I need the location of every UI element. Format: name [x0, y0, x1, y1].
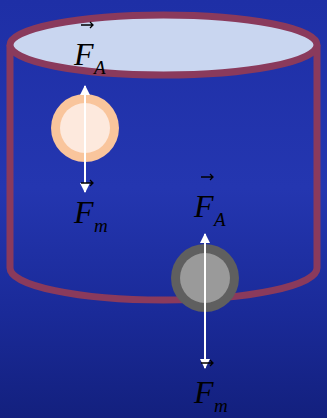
- force-subscript: m: [214, 396, 228, 415]
- force-subscript: m: [94, 216, 108, 235]
- force-arrow: [204, 234, 206, 278]
- force-symbol: F: [74, 38, 94, 70]
- force-arrow: [84, 86, 86, 128]
- force-subscript: A: [214, 210, 226, 229]
- force-subscript: A: [94, 58, 106, 77]
- force-arrow: [204, 278, 206, 368]
- force-symbol: F: [74, 196, 94, 228]
- container-wall: [10, 45, 317, 300]
- force-symbol: F: [194, 376, 214, 408]
- water-surface: [10, 15, 317, 75]
- force-symbol: F: [194, 190, 214, 222]
- vector-mark: [81, 22, 213, 366]
